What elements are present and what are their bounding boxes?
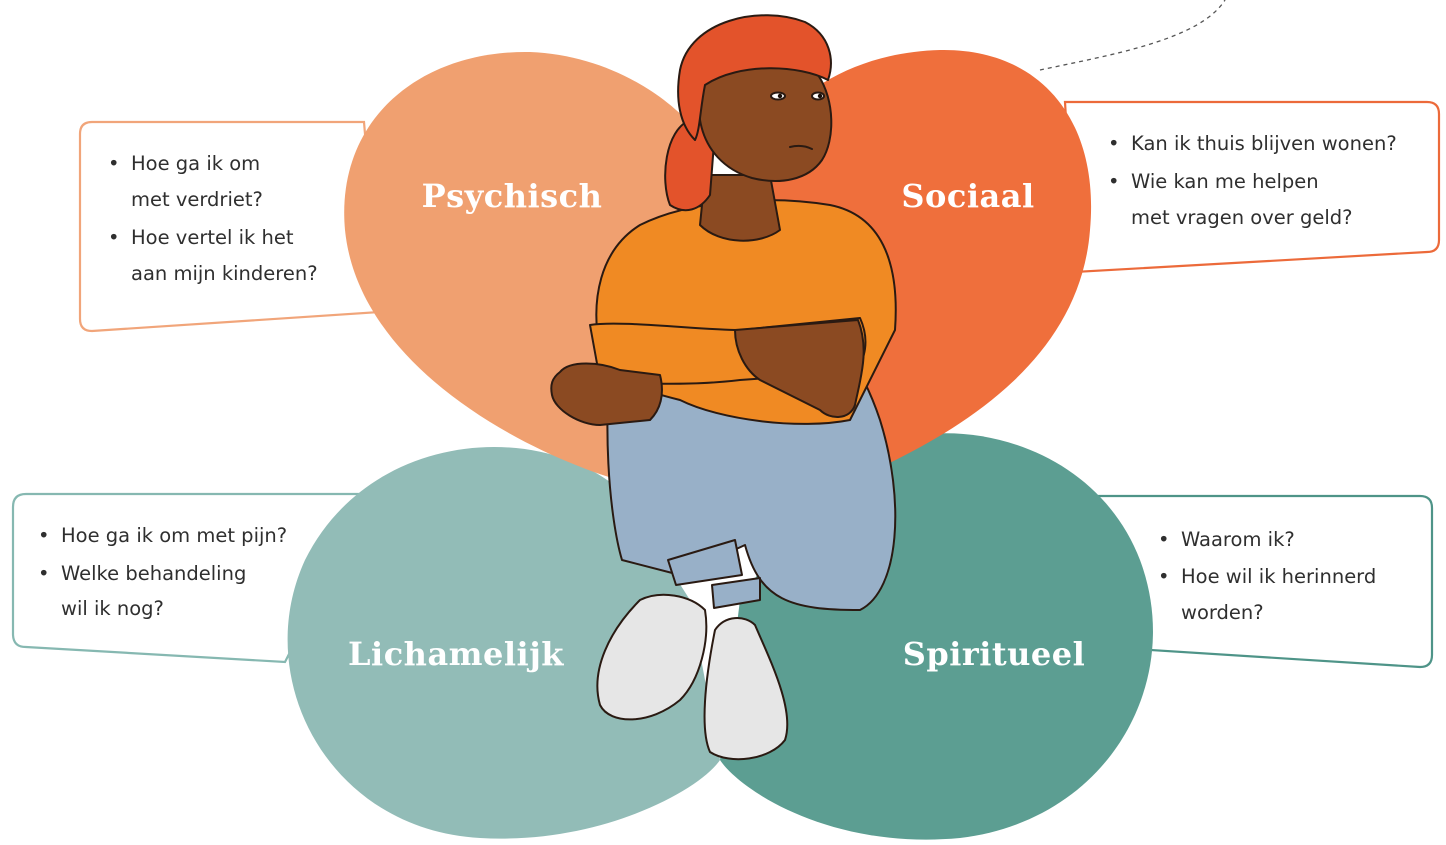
- psychisch-q2-line1: Hoe vertel ik het: [131, 226, 294, 249]
- lichamelijk-label: Lichamelijk: [348, 635, 564, 673]
- neck: [700, 175, 780, 241]
- sociaal-q1-line1: Kan ik thuis blijven wonen?: [1131, 132, 1397, 155]
- bullet-marker: •: [108, 226, 120, 249]
- spiritueel-q1-line1: Waarom ik?: [1181, 528, 1295, 551]
- bullet-marker: •: [38, 524, 50, 547]
- sociaal-q2-line1: Wie kan me helpen: [1131, 170, 1319, 193]
- psychisch-q1-line1: Hoe ga ik om: [131, 152, 260, 175]
- spiritueel-label: Spiritueel: [903, 635, 1086, 673]
- bullet-marker: •: [1158, 528, 1170, 551]
- sociaal-q2-line2: met vragen over geld?: [1131, 206, 1352, 229]
- sociaal-label: Sociaal: [901, 177, 1034, 215]
- spiritueel-q2-line1: Hoe wil ik herinnerd: [1181, 565, 1376, 588]
- lichamelijk-q2-line1: Welke behandeling: [61, 562, 246, 585]
- psychisch-q2-line2: aan mijn kinderen?: [131, 262, 318, 285]
- bullet-marker: •: [38, 562, 50, 585]
- bullet-marker: •: [1108, 132, 1120, 155]
- bullet-marker: •: [108, 152, 120, 175]
- lichamelijk-q1-line1: Hoe ga ik om met pijn?: [61, 524, 287, 547]
- spiritueel-q2-line2: worden?: [1181, 601, 1264, 624]
- dotted-connector: [1040, 0, 1225, 70]
- lichamelijk-q2-line2: wil ik nog?: [61, 597, 164, 620]
- bullet-marker: •: [1108, 170, 1120, 193]
- psychisch-label: Psychisch: [422, 177, 603, 215]
- psychisch-q1-line2: met verdriet?: [131, 188, 263, 211]
- bullet-marker: •: [1158, 565, 1170, 588]
